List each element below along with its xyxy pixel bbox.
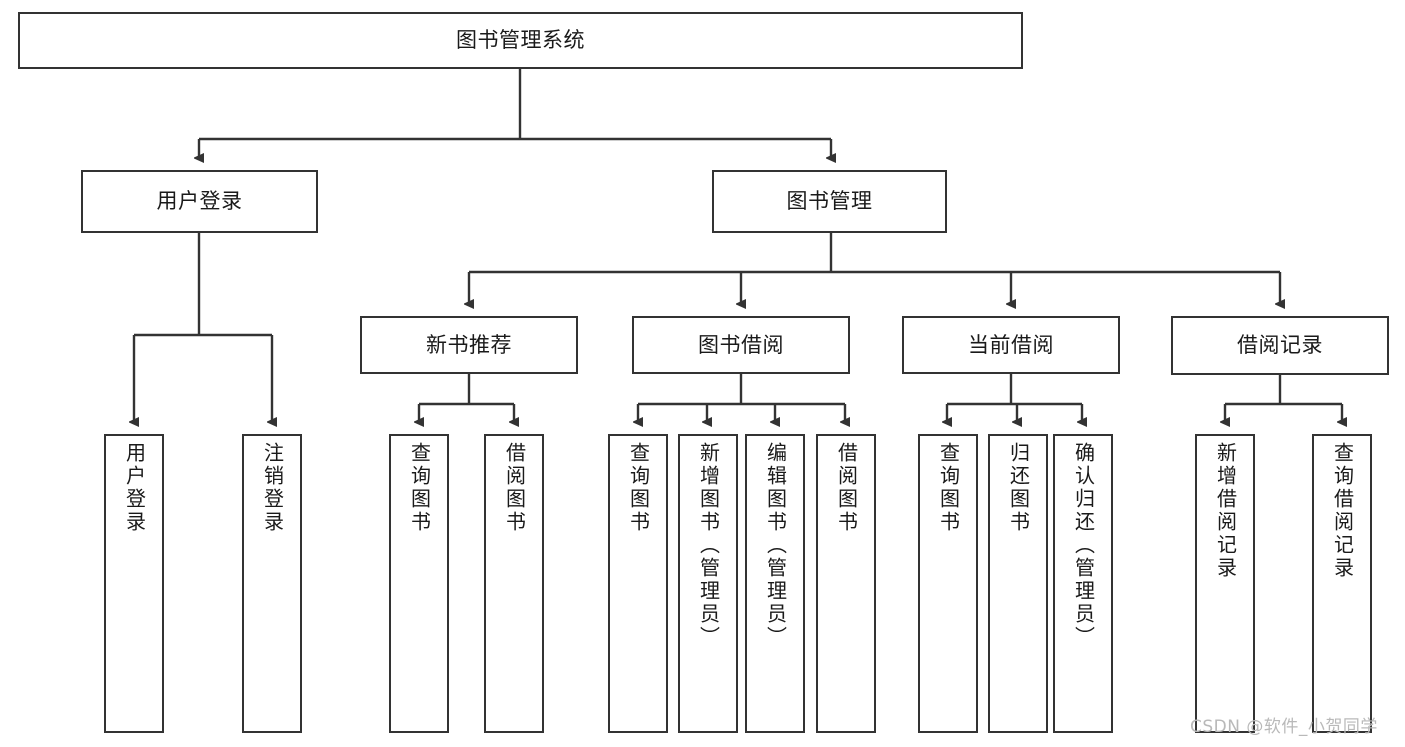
leaf-current-borrow-query[interactable]: 查询图书	[918, 434, 978, 733]
leaf-new-book-borrow[interactable]: 借阅图书	[484, 434, 544, 733]
node-label: 查询图书	[626, 442, 651, 534]
leaf-current-borrow-return[interactable]: 归还图书	[988, 434, 1048, 733]
node-label: 用户登录	[122, 442, 147, 534]
node-label: 新增借阅记录	[1213, 442, 1238, 580]
node-label: 查询图书	[407, 442, 432, 534]
node-label: 注销登录	[260, 442, 285, 534]
leaf-records-query[interactable]: 查询借阅记录	[1312, 434, 1372, 733]
leaf-new-book-query[interactable]: 查询图书	[389, 434, 449, 733]
node-book-borrow[interactable]: 图书借阅	[632, 316, 850, 374]
node-label: 图书借阅	[698, 332, 784, 357]
node-borrow-records[interactable]: 借阅记录	[1171, 316, 1389, 375]
leaf-book-borrow-lend[interactable]: 借阅图书	[816, 434, 876, 733]
leaf-user-login-signin[interactable]: 用户登录	[104, 434, 164, 733]
node-label: 编辑图书（管理员）	[763, 442, 788, 649]
node-label: 归还图书	[1006, 442, 1031, 534]
node-label: 新书推荐	[426, 332, 512, 357]
node-label: 借阅图书	[502, 442, 527, 534]
node-current-borrow[interactable]: 当前借阅	[902, 316, 1120, 374]
node-label: 图书管理系统	[456, 28, 585, 53]
node-label: 借阅记录	[1237, 333, 1323, 358]
node-label: 借阅图书	[834, 442, 859, 534]
leaf-records-add[interactable]: 新增借阅记录	[1195, 434, 1255, 733]
csdn-watermark: CSDN @软件_小贺同学	[1190, 717, 1378, 737]
node-label: 图书管理	[786, 189, 873, 214]
leaf-book-borrow-edit[interactable]: 编辑图书（管理员）	[745, 434, 805, 733]
leaf-book-borrow-query[interactable]: 查询图书	[608, 434, 668, 733]
node-user-login[interactable]: 用户登录	[81, 170, 318, 233]
node-root-system[interactable]: 图书管理系统	[18, 12, 1023, 69]
node-label: 当前借阅	[968, 332, 1054, 357]
node-book-management[interactable]: 图书管理	[712, 170, 947, 233]
node-label: 用户登录	[156, 189, 243, 214]
leaf-current-borrow-confirm-return[interactable]: 确认归还（管理员）	[1053, 434, 1113, 733]
node-label: 查询图书	[936, 442, 961, 534]
node-label: 确认归还（管理员）	[1071, 442, 1096, 649]
leaf-book-borrow-add[interactable]: 新增图书（管理员）	[678, 434, 738, 733]
leaf-user-login-signout[interactable]: 注销登录	[242, 434, 302, 733]
node-new-book-recommend[interactable]: 新书推荐	[360, 316, 578, 374]
node-label: 查询借阅记录	[1330, 442, 1355, 580]
node-label: 新增图书（管理员）	[696, 442, 721, 649]
